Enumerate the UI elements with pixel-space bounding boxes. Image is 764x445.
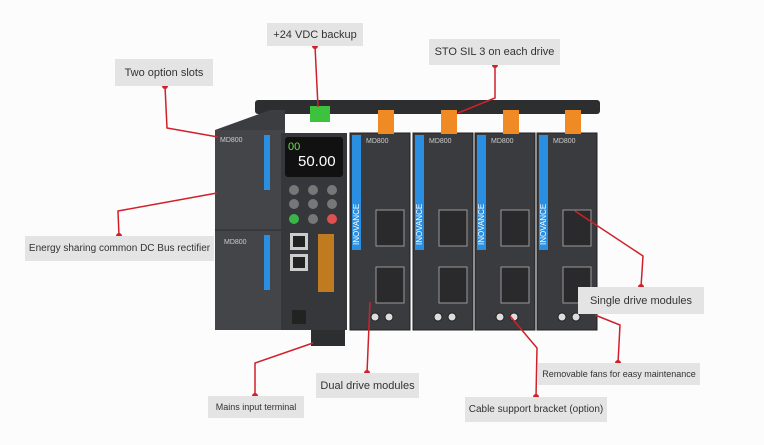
leader-cable-bracket: [509, 315, 538, 398]
backup-connector: [310, 106, 330, 122]
sto-connector: [378, 110, 394, 134]
sto-connector: [565, 110, 581, 134]
drive-model-label: MD800: [491, 138, 514, 145]
leader-mains: [254, 342, 314, 396]
callout-mains-terminal: Mains input terminal: [208, 396, 304, 418]
display-top: 00: [288, 141, 300, 153]
leader-option-slots: [164, 85, 219, 138]
dual-drive-module: INOVANCE MD800: [412, 110, 474, 331]
leader-sto: [457, 65, 496, 114]
brand-label: INOVANCE: [352, 204, 361, 245]
drive-model-label: MD800: [366, 138, 389, 145]
callout-rectifier: Energy sharing common DC Bus rectifier: [25, 236, 214, 261]
brand-label: INOVANCE: [477, 204, 486, 245]
sto-connector: [503, 110, 519, 134]
leader-rectifier: [117, 192, 218, 237]
drive-model-label: MD800: [429, 138, 452, 145]
rectifier-module: MD800 MD800: [215, 110, 285, 330]
rectifier-model-label: MD800: [220, 137, 243, 144]
leader-single-drive: [574, 210, 644, 288]
callout-fans: Removable fans for easy maintenance: [538, 363, 700, 385]
leader-dual-drive: [366, 301, 371, 374]
callout-cable-bracket: Cable support bracket (option): [465, 397, 607, 422]
brand-label: INOVANCE: [415, 204, 424, 245]
single-drive-module: INOVANCE MD800: [474, 110, 536, 331]
brand-label: INOVANCE: [539, 204, 548, 245]
sto-connector: [441, 110, 457, 134]
controller-module: 00 50.00: [281, 106, 347, 346]
mounting-rail: [255, 100, 600, 114]
leader-vdc-backup: [314, 45, 319, 108]
callout-sto: STO SIL 3 on each drive: [429, 39, 560, 65]
leader-fans: [594, 314, 621, 364]
dual-drive-module: INOVANCE MD800: [349, 110, 411, 331]
drive-model-label: MD800: [553, 138, 576, 145]
single-drive-module: INOVANCE MD800: [536, 110, 598, 331]
callout-vdc-backup: +24 VDC backup: [267, 23, 363, 46]
callout-dual-drive: Dual drive modules: [316, 373, 419, 398]
callout-option-slots: Two option slots: [115, 59, 213, 86]
callout-single-drive: Single drive modules: [578, 287, 704, 314]
display-value: 50.00: [298, 153, 336, 170]
rectifier-model-label-2: MD800: [224, 239, 247, 246]
